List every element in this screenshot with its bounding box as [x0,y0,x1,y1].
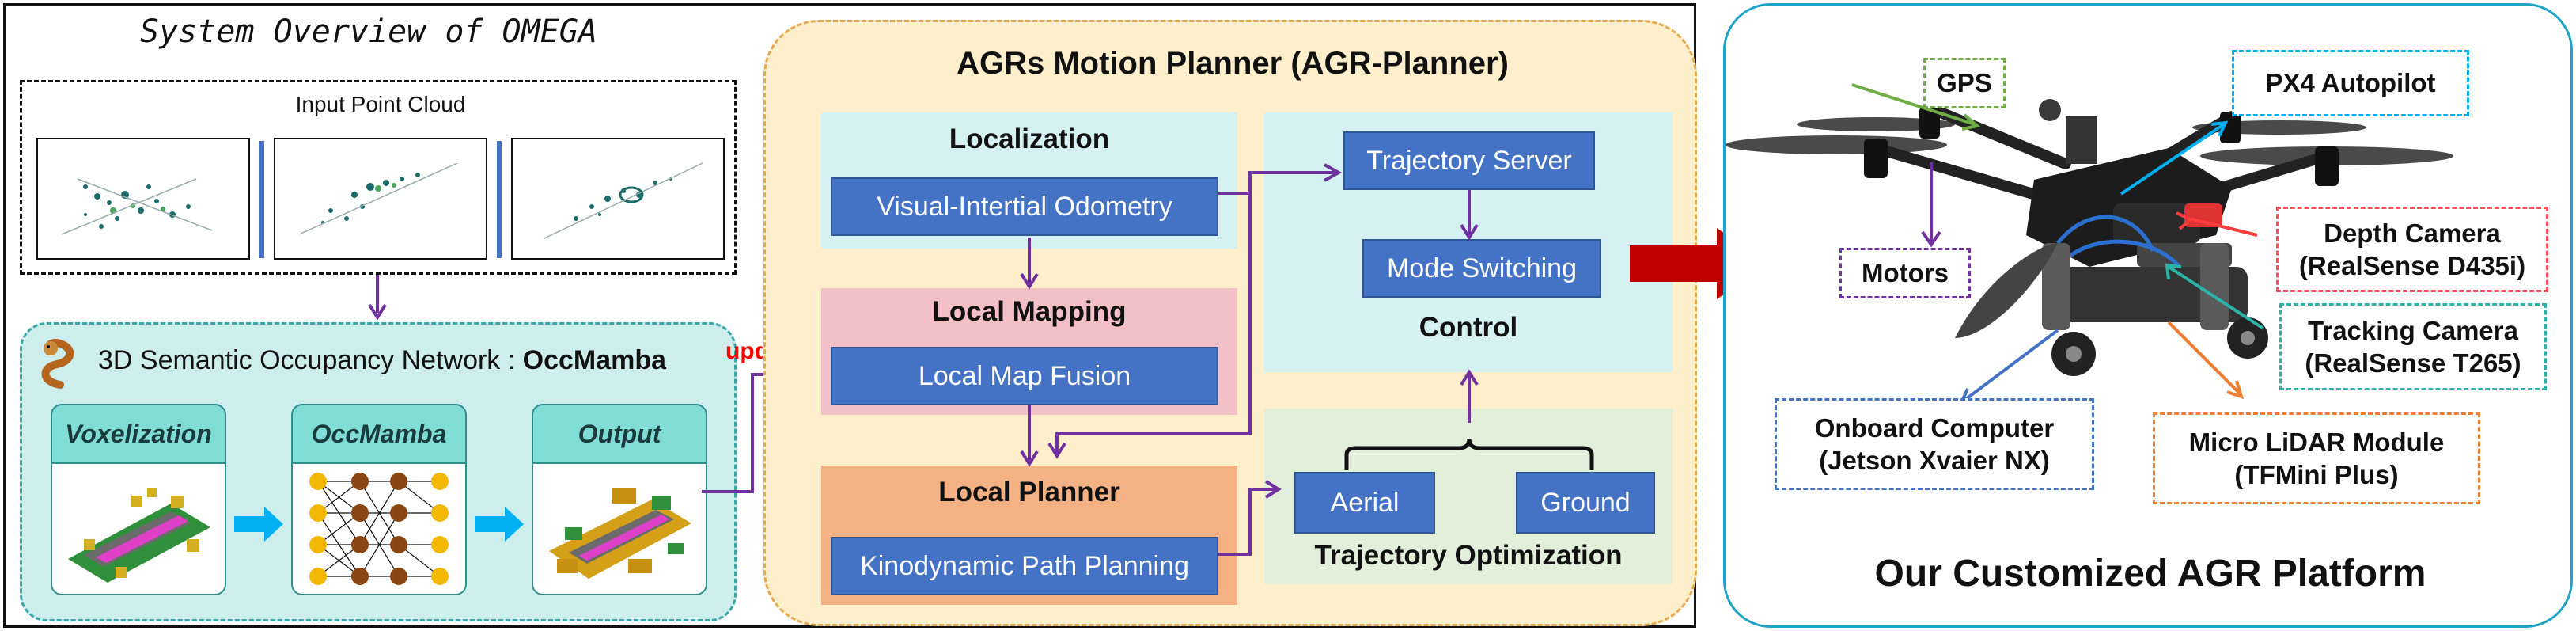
agr-planner-panel: AGRs Motion Planner (AGR-Planner) Locali… [763,20,1697,626]
input-point-cloud-box: Input Point Cloud [20,80,737,275]
depth-camera-label: Depth Camera (RealSense D435i) [2276,207,2548,292]
control-block: Trajectory Server Mode Switching Control [1264,112,1673,372]
local-map-fusion-module: Local Map Fusion [831,347,1218,405]
ground-module: Ground [1516,472,1655,534]
point-cloud-scan-2 [298,162,458,235]
stage-arrow-1 [234,507,283,542]
onboard-computer-name: Onboard Computer [1814,412,2055,443]
trajectory-server-module: Trajectory Server [1343,131,1595,190]
mode-switching-module: Mode Switching [1362,239,1601,298]
visual-inertial-odometry-module: Visual-Intertial Odometry [831,177,1218,236]
control-title: Control [1419,312,1518,343]
depth-camera-model: (RealSense D435i) [2298,251,2526,280]
agr-platform-panel: GPS PX4 Autopilot Motors Depth Camera (R… [1723,3,2573,628]
stage-output-header: Output [532,404,707,464]
stage-arrow-2 [475,507,524,542]
motors-label: Motors [1839,248,1971,298]
localization-block: Localization Visual-Intertial Odometry [821,112,1237,249]
local-planner-block: Local Planner Kinodynamic Path Planning [821,466,1237,605]
stage-voxelization-image [51,464,226,595]
optimization-bracket [1344,438,1594,470]
agr-drone-graphic [1726,83,2453,405]
input-point-cloud-label: Input Point Cloud [295,92,466,116]
trajectory-optimization-block: Aerial Ground Trajectory Optimization [1264,409,1673,584]
point-cloud-ring [619,186,644,203]
voxel-scene-graphic [68,488,210,583]
point-cloud-scan-3 [544,162,703,239]
occupancy-network-box: 3D Semantic Occupancy Network : OccMamba… [20,322,737,621]
snake-logo-icon [41,339,74,389]
tracking-camera-model: (RealSense T265) [2305,348,2521,378]
tracking-camera-label: Tracking Camera (RealSense T265) [2279,303,2547,390]
onboard-computer-model: (Jetson Xvaier NX) [1819,446,2050,475]
neural-network-graphic [309,473,449,585]
local-planner-title: Local Planner [938,477,1120,507]
micro-lidar-model: (TFMini Plus) [2234,460,2399,489]
pointcloud-to-network-arrow [368,275,387,321]
point-cloud-image-1 [36,138,250,260]
micro-lidar-name: Micro LiDAR Module [2188,427,2445,457]
stage-occmamba-header: OccMamba [291,404,467,464]
stage-occmamba-image [291,464,467,595]
local-mapping-block: Local Mapping Local Map Fusion [821,288,1237,415]
onboard-computer-label: Onboard Computer (Jetson Xvaier NX) [1775,398,2094,490]
point-cloud-image-2 [274,138,487,260]
kinodynamic-path-planning-module: Kinodynamic Path Planning [831,537,1218,595]
occ-network-prefix: 3D Semantic Occupancy Network : [98,345,523,375]
overview-title: System Overview of OMEGA [140,13,597,50]
localization-title: Localization [949,124,1110,154]
planner-title: AGRs Motion Planner (AGR-Planner) [957,46,1509,81]
system-overview-panel: System Overview of OMEGA Input Point Clo… [3,3,1697,628]
point-cloud-divider-2 [497,141,502,258]
propeller-left [1726,135,1947,154]
platform-title: Our Customized AGR Platform [1874,553,2426,595]
trajectory-optimization-title: Trajectory Optimization [1314,540,1623,571]
point-cloud-divider-1 [259,141,264,258]
planner-flow-arrows [1020,163,1479,556]
stage-output-image [532,464,707,595]
aerial-module: Aerial [1294,472,1435,534]
stage-voxelization-header: Voxelization [51,404,226,464]
local-mapping-title: Local Mapping [932,296,1127,327]
gps-label: GPS [1923,58,2006,108]
point-cloud-scan-1 [61,178,213,235]
tracking-camera-name: Tracking Camera [2308,315,2518,345]
depth-camera-name: Depth Camera [2324,218,2501,248]
occ-network-title: 3D Semantic Occupancy Network : OccMamba [98,345,666,376]
px4-autopilot-label: PX4 Autopilot [2232,50,2469,116]
point-cloud-image-3 [511,138,725,260]
micro-lidar-label: Micro LiDAR Module (TFMini Plus) [2153,412,2480,504]
occupancy-output-graphic [549,488,691,579]
occ-network-name: OccMamba [522,345,667,375]
